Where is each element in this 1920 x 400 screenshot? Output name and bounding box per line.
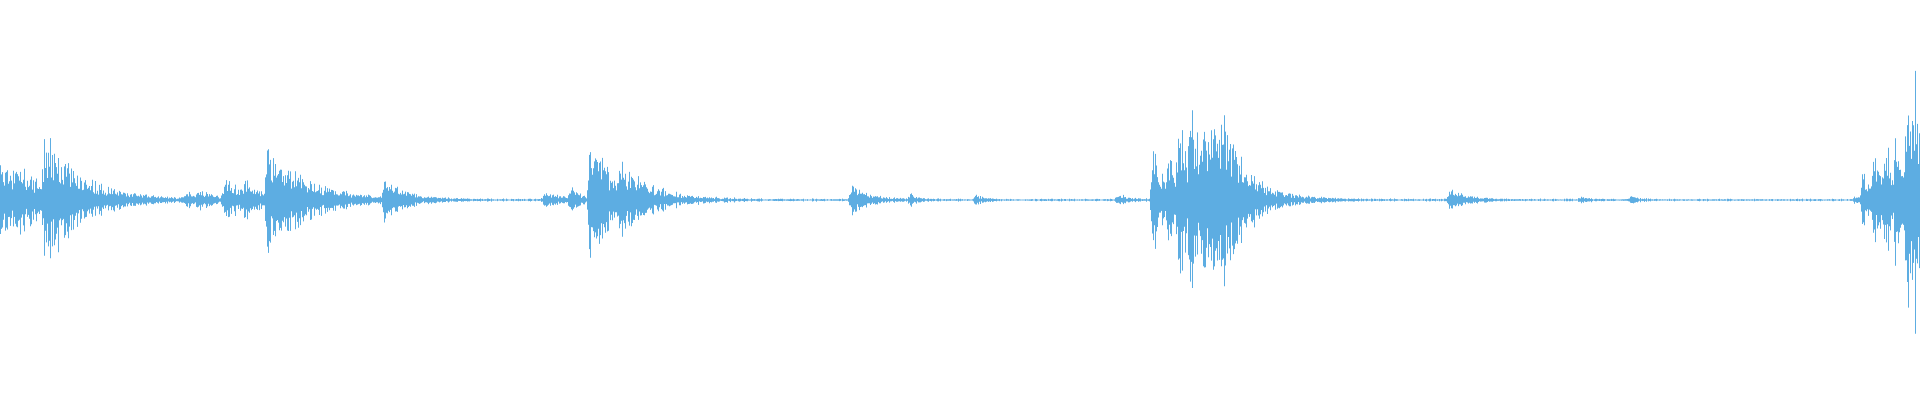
waveform-envelope <box>0 70 1920 334</box>
